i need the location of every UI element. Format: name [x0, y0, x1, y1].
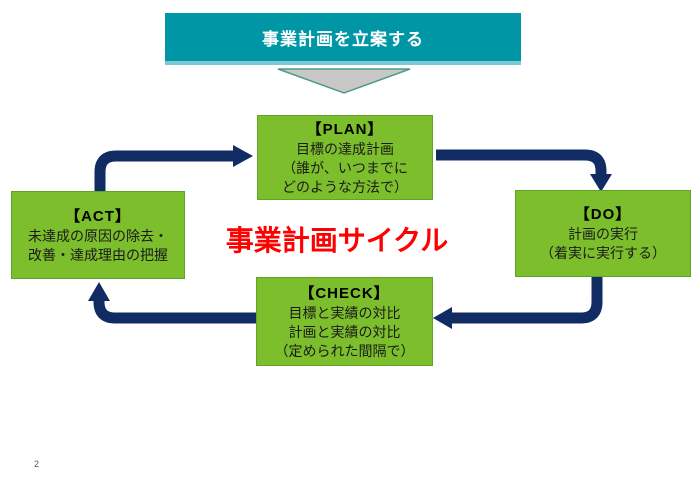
check-box: 【CHECK】 目標と実績の対比 計画と実績の対比 （定められた間隔で） — [256, 277, 433, 366]
arrow-check-to-act — [93, 300, 256, 324]
arrow-act-to-plan — [94, 150, 233, 191]
act-box: 【ACT】 未達成の原因の除去・ 改善・達成理由の把握 — [11, 191, 185, 279]
plan-box-line: （誰が、いつまでに — [282, 159, 408, 176]
arrow-do-to-check — [452, 274, 603, 324]
cycle-title: 事業計画サイクル — [225, 225, 449, 256]
do-box-line: （着実に実行する） — [540, 245, 666, 261]
check-box-line: 目標と実績の対比 — [288, 304, 401, 321]
do-box: 【DO】 計画の実行 （着実に実行する） — [515, 190, 691, 277]
check-box-title: 【CHECK】 — [299, 284, 390, 302]
arrow-do-to-check-head — [433, 307, 452, 329]
top-banner-label: 事業計画を立案する — [262, 29, 424, 49]
page-number: 2 — [34, 459, 40, 469]
arrow-check-to-act-head — [88, 282, 110, 301]
plan-box-line: 目標の達成計画 — [296, 140, 394, 157]
plan-box: 【PLAN】 目標の達成計画 （誰が、いつまでに どのような方法で） — [257, 115, 433, 200]
act-box-title: 【ACT】 — [65, 207, 131, 225]
check-box-line: （定められた間隔で） — [274, 342, 415, 359]
plan-box-line: どのような方法で） — [282, 178, 408, 195]
arrow-act-to-plan-head — [233, 145, 253, 167]
do-box-line: 計画の実行 — [568, 226, 638, 242]
do-box-title: 【DO】 — [574, 206, 632, 223]
act-box-line: 未達成の原因の除去・ — [28, 227, 168, 244]
arrow-plan-to-do — [436, 149, 607, 174]
plan-box-title: 【PLAN】 — [306, 120, 384, 138]
act-box-line: 改善・達成理由の把握 — [28, 246, 168, 263]
top-banner: 事業計画を立案する — [165, 13, 521, 65]
down-triangle-icon — [277, 68, 411, 94]
check-box-line: 計画と実績の対比 — [288, 323, 401, 340]
